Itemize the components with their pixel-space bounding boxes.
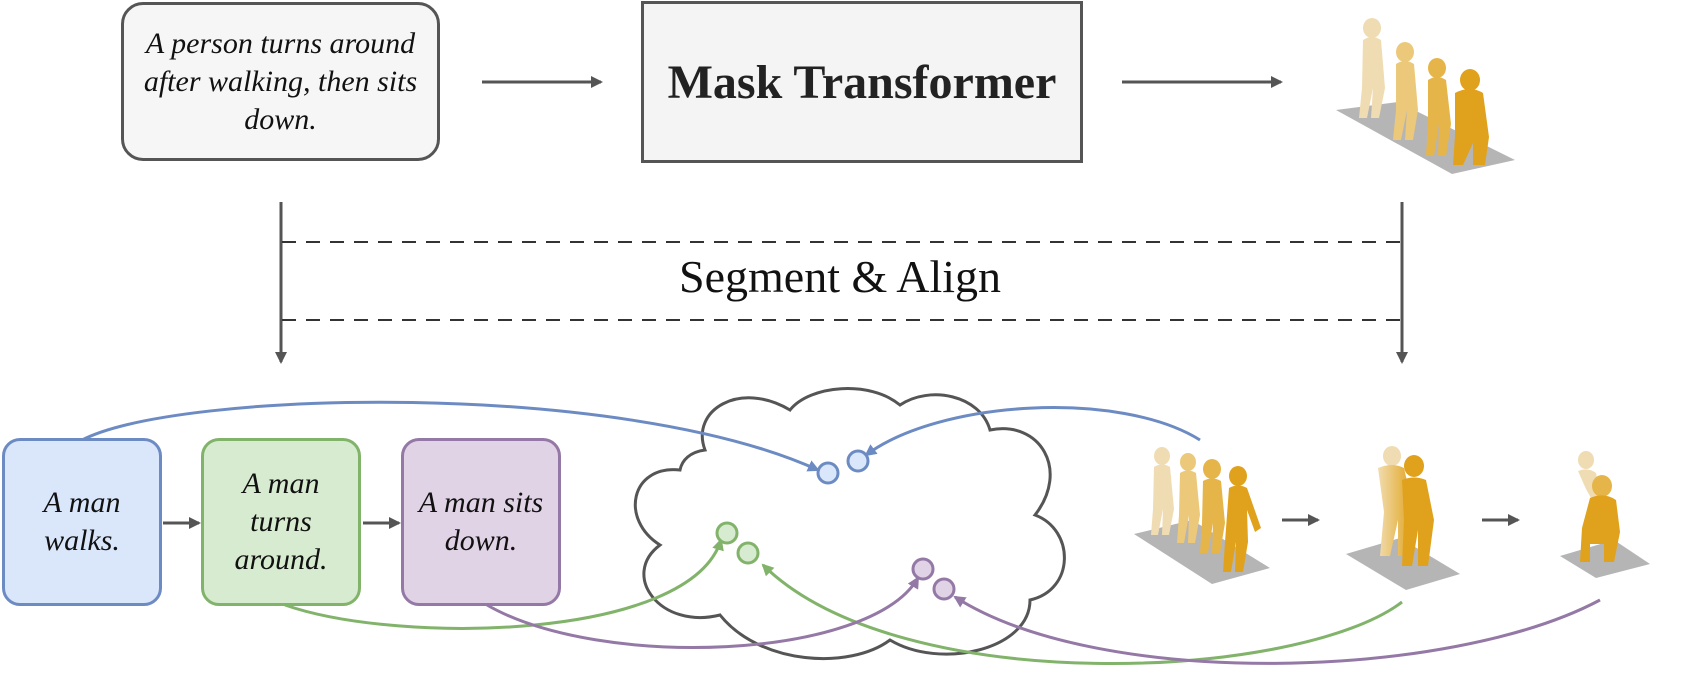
sub-prompt-turn-line-3: around. [234, 543, 328, 576]
model-label: Mask Transformer [667, 55, 1057, 109]
prompt-line-1: A person turns around [145, 26, 416, 60]
text-prompt-box: A person turns around after walking, the… [121, 2, 440, 161]
turn-motion-segment [1346, 446, 1460, 590]
walk-motion-to-embedding-curve [864, 406, 1201, 457]
walk-motion-embedding [846, 449, 870, 473]
sub-prompt-walk-line-2: walks. [44, 524, 120, 557]
turn-text-embedding [715, 521, 739, 545]
walk-motion-segment [1134, 447, 1270, 584]
turn-motion-to-embedding-curve [761, 563, 1403, 666]
embedding-cloud-icon [633, 387, 1066, 661]
prompt-line-3: down. [244, 102, 317, 136]
mask-transformer-box: Mask Transformer [641, 1, 1083, 163]
segment-align-label: Segment & Align [679, 251, 1001, 302]
sub-prompt-walk-line-1: A man [43, 486, 121, 519]
sub-prompt-walk: A man walks. [2, 438, 162, 606]
sit-text-to-embedding-curve [486, 576, 920, 649]
walk-text-to-embedding-curve [81, 400, 820, 472]
sit-motion-segment [1560, 451, 1650, 578]
generated-motion-figure [1336, 18, 1515, 174]
sub-prompt-turn-line-1: A man [242, 467, 320, 500]
sit-text-embedding [911, 557, 935, 581]
sub-prompt-turn: A man turns around. [201, 438, 361, 606]
sub-prompt-sit-line-2: down. [444, 524, 518, 557]
sub-prompt-turn-line-2: turns [250, 505, 312, 538]
prompt-line-2: after walking, then sits [143, 64, 418, 98]
sub-prompt-sit: A man sits down. [401, 438, 561, 606]
sub-prompt-sit-line-1: A man sits [418, 486, 544, 519]
sit-motion-to-embedding-curve [953, 595, 1601, 665]
sit-motion-embedding [932, 577, 956, 601]
walk-text-embedding [816, 461, 840, 485]
turn-motion-embedding [736, 541, 760, 565]
